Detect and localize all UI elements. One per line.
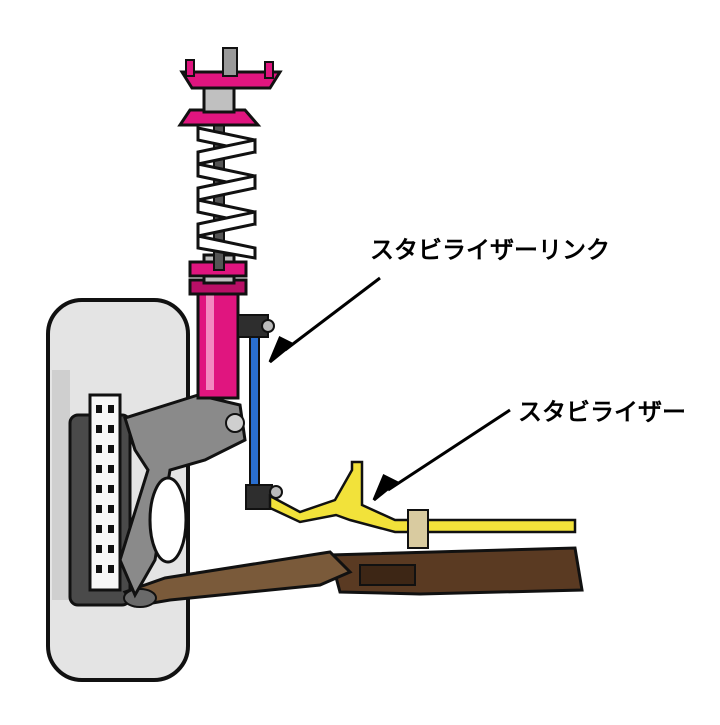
arrow-to-link (284, 276, 381, 352)
arrowhead-stabilizer (372, 473, 399, 502)
upper-mount (177, 47, 283, 127)
steering-knuckle (118, 393, 247, 599)
shock-absorber (188, 119, 248, 400)
leader-arrows (268, 276, 511, 502)
arrow-to-stabilizer (387, 408, 511, 492)
stabilizer-link-label: スタビライザーリンク (370, 236, 610, 264)
coil-spring (196, 126, 257, 260)
stabilizer-bar (268, 460, 577, 549)
lower-arm (122, 550, 353, 608)
stabilizer-label: スタビライザー (518, 398, 686, 426)
subframe (328, 546, 584, 596)
brake-assembly (68, 393, 132, 607)
arrowhead-link (268, 335, 295, 364)
stabilizer-link (237, 314, 283, 510)
